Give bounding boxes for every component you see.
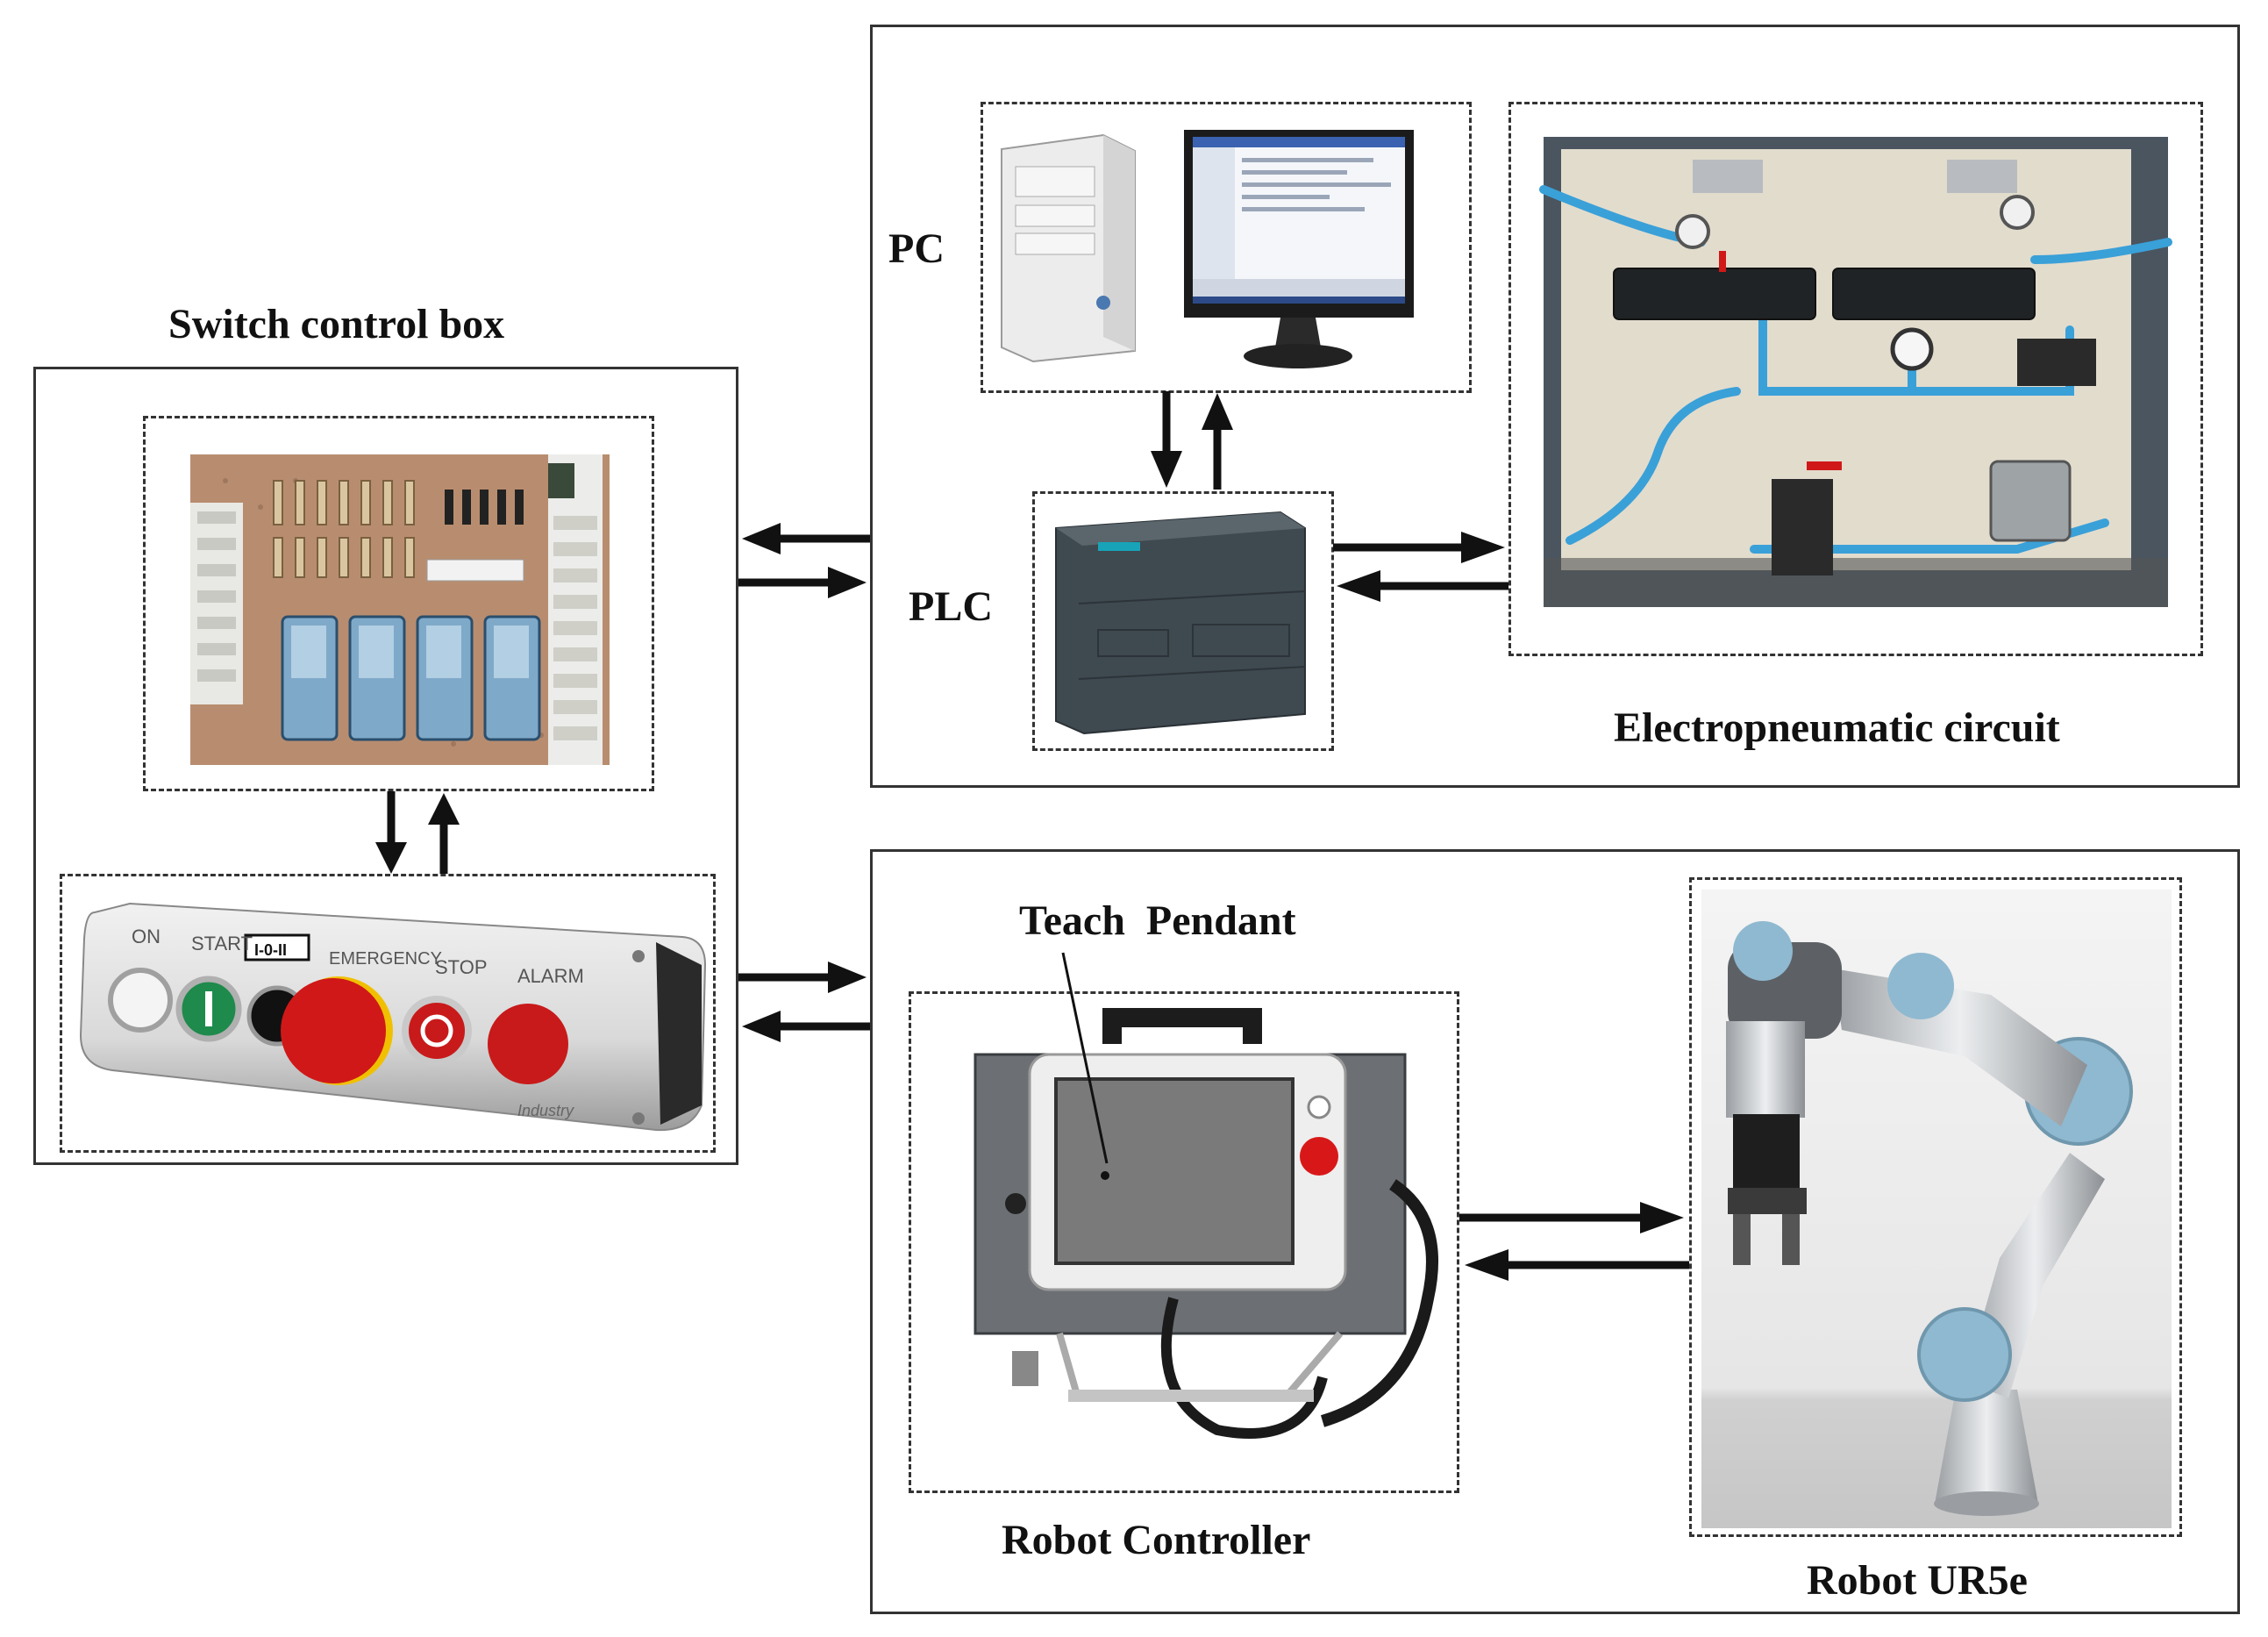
pc-label: PC bbox=[888, 225, 945, 272]
relay-board-image bbox=[190, 454, 610, 765]
pc-monitor bbox=[1184, 130, 1414, 368]
label-alarm: ALARM bbox=[517, 965, 584, 987]
pushbutton-station-frame bbox=[60, 874, 716, 1153]
robot-ur5e-label: Robot UR5e bbox=[1807, 1557, 2028, 1604]
electropneumatic-image bbox=[1539, 137, 2172, 607]
electropneumatic-frame bbox=[1508, 102, 2203, 656]
pushbutton-station bbox=[79, 902, 707, 1132]
relay-to-buttons-arrows bbox=[375, 791, 460, 874]
label-brand: Industry bbox=[517, 1102, 574, 1119]
robot-controller-label: Robot Controller bbox=[1002, 1517, 1311, 1563]
robot-ur5e-frame bbox=[1689, 877, 2182, 1537]
label-stop: STOP bbox=[435, 956, 488, 978]
label-start: START bbox=[191, 933, 253, 954]
teach-pendant-label: Teach Pendant bbox=[1019, 897, 1296, 944]
robot-controller-frame bbox=[909, 991, 1459, 1493]
plc-electro-arrows bbox=[1333, 532, 1508, 602]
controller-robot-arrows bbox=[1459, 1202, 1689, 1281]
electropneumatic-label: Electropneumatic circuit bbox=[1614, 704, 2060, 751]
robot-controller-image bbox=[974, 1008, 1438, 1439]
switchbox-plc-arrows bbox=[738, 523, 870, 598]
pc-frame bbox=[981, 102, 1472, 393]
plc-label: PLC bbox=[909, 583, 993, 630]
pc-tower bbox=[1001, 133, 1136, 363]
plc-frame bbox=[1032, 491, 1334, 751]
label-emergency: EMERGENCY bbox=[329, 949, 442, 969]
label-on: ON bbox=[132, 926, 160, 947]
plc-device bbox=[1055, 511, 1306, 735]
teach-pendant-leader bbox=[1061, 952, 1109, 1164]
switchbox-robot-arrows bbox=[738, 961, 870, 1042]
label-selector: I-0-II bbox=[254, 941, 288, 959]
switch-control-box-label: Switch control box bbox=[168, 301, 505, 347]
robot-ur5e-image bbox=[1701, 890, 2172, 1528]
relay-board-frame bbox=[143, 416, 654, 791]
pc-plc-arrows bbox=[1151, 391, 1233, 490]
